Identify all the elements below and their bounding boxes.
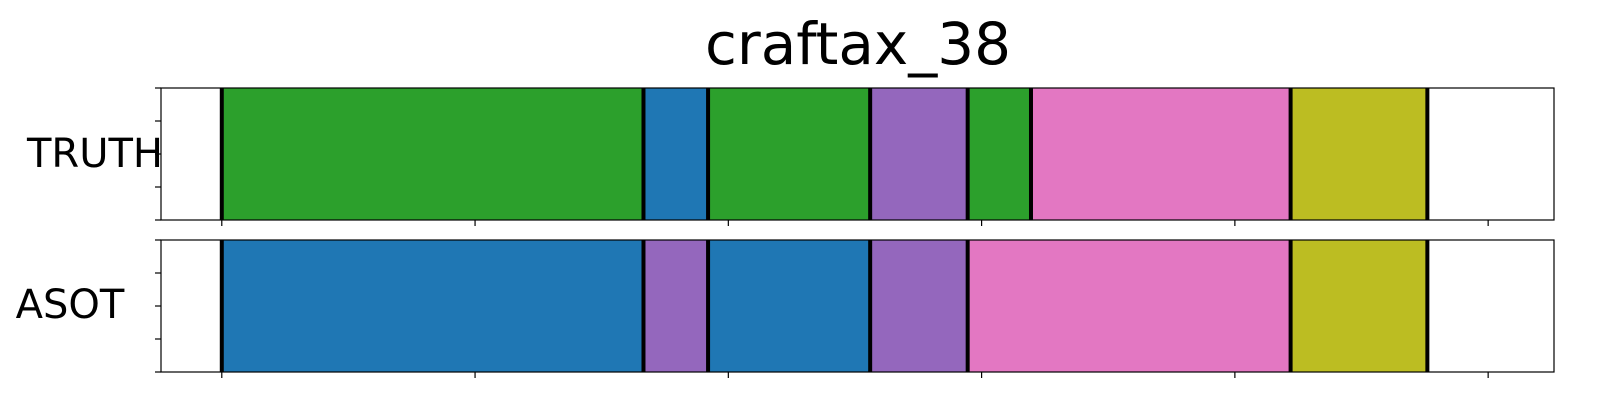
chart-title: craftax_38	[705, 10, 1011, 78]
segment-truth-0	[221, 88, 644, 220]
segment-truth-3	[870, 88, 968, 220]
segment-asot-3	[870, 240, 968, 372]
segment-truth-5	[1030, 88, 1291, 220]
row-truth: TRUTH	[26, 87, 1555, 226]
segment-truth-4	[967, 88, 1031, 220]
row-label-truth: TRUTH	[26, 131, 163, 177]
segment-asot-5	[1290, 240, 1428, 372]
segment-asot-1	[643, 240, 709, 372]
segment-truth-2	[708, 88, 871, 220]
row-label-asot: ASOT	[16, 282, 125, 328]
segment-truth-1	[643, 88, 709, 220]
segment-asot-2	[708, 240, 871, 372]
segment-truth-6	[1290, 88, 1428, 220]
segment-asot-0	[221, 240, 644, 372]
row-asot: ASOT	[16, 239, 1555, 378]
segment-asot-4	[967, 240, 1291, 372]
